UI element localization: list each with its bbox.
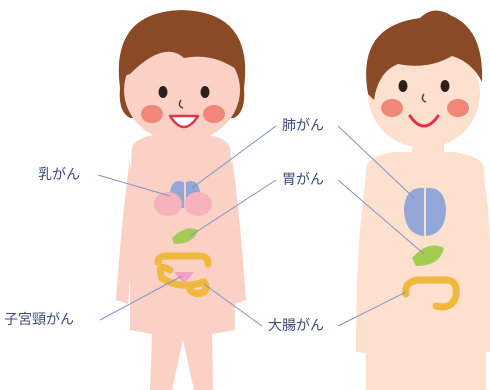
male-head (366, 10, 482, 148)
female-figure (116, 10, 246, 390)
female-cheek-left (141, 105, 163, 123)
label-colon-cancer: 大腸がん (268, 317, 324, 335)
female-eye-right (201, 86, 210, 98)
female-eye-left (159, 86, 168, 98)
label-cervical-cancer: 子宮頸がん (4, 311, 74, 329)
male-cheek-right (447, 99, 469, 117)
male-eye-left (399, 80, 408, 92)
female-cheek-right (203, 105, 225, 123)
male-eye-right (441, 80, 450, 92)
male-cheek-left (381, 99, 403, 117)
label-lung-cancer: 肺がん (282, 117, 324, 135)
male-figure (356, 10, 490, 390)
female-head (119, 10, 245, 142)
label-breast-cancer: 乳がん (38, 166, 80, 184)
female-breast-right (184, 192, 212, 216)
label-stomach-cancer: 胃がん (282, 171, 324, 189)
